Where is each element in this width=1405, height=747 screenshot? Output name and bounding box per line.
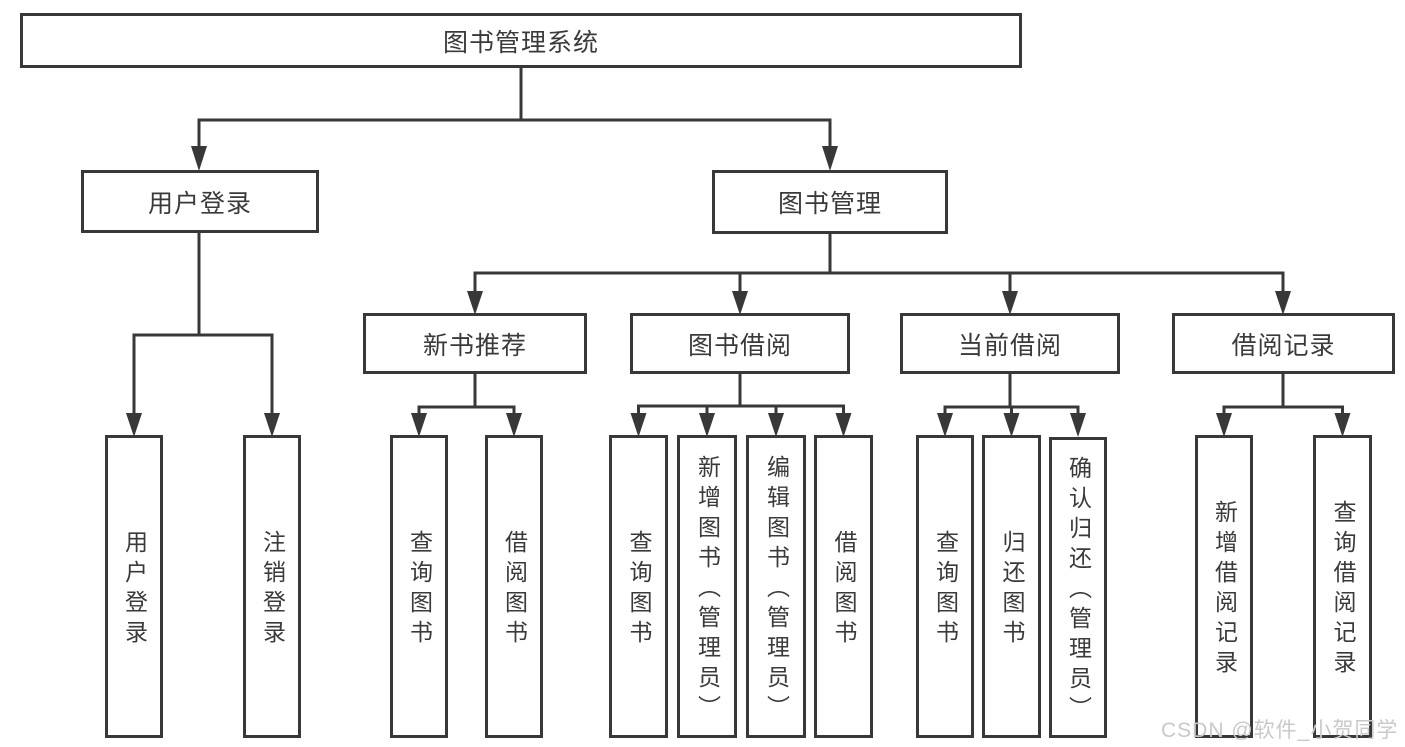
- node-label: 借阅图书: [831, 530, 857, 650]
- node-label: 借阅记录: [1231, 331, 1336, 360]
- leaf-user-login: 用户登录: [105, 435, 163, 738]
- node-label: 编辑图书（管理员）: [763, 455, 790, 725]
- node-label: 新增借阅记录: [1211, 500, 1238, 680]
- node-borrowing-records: 借阅记录: [1172, 313, 1395, 374]
- arrowhead-icons: [126, 146, 1351, 437]
- node-label: 用户登录: [147, 189, 252, 218]
- leaf-add-books-admin: 新增图书（管理员）: [677, 435, 737, 738]
- leaf-return-books: 归还图书: [982, 435, 1041, 738]
- node-label: 新书推荐: [422, 331, 527, 360]
- node-label: 当前借阅: [957, 331, 1062, 360]
- node-label: 图书借阅: [687, 331, 792, 360]
- node-current-borrowing: 当前借阅: [900, 313, 1120, 374]
- node-new-book-recommendation: 新书推荐: [363, 313, 587, 374]
- node-label: 归还图书: [999, 530, 1025, 650]
- leaf-borrow-books: 借阅图书: [814, 435, 873, 738]
- leaf-borrow-books-recommend: 借阅图书: [485, 435, 543, 738]
- node-user-login: 用户登录: [81, 170, 319, 233]
- node-book-management: 图书管理: [712, 170, 948, 234]
- node-book-management-system: 图书管理系统: [20, 13, 1022, 68]
- node-label: 借阅图书: [501, 530, 528, 650]
- node-label: 注销登录: [259, 530, 286, 650]
- node-label: 查询图书: [406, 530, 433, 650]
- leaf-query-books-borrow: 查询图书: [609, 435, 668, 738]
- leaf-edit-books-admin: 编辑图书（管理员）: [746, 435, 806, 738]
- leaf-query-books-recommend: 查询图书: [390, 435, 448, 738]
- leaf-query-borrow-record: 查询借阅记录: [1313, 435, 1372, 738]
- leaf-confirm-return-admin: 确认归还（管理员）: [1049, 437, 1107, 738]
- node-label: 用户登录: [121, 530, 148, 650]
- node-label: 图书管理: [777, 190, 882, 218]
- node-label: 图书管理系统: [442, 28, 599, 57]
- node-label: 查询图书: [932, 530, 959, 650]
- node-label: 查询借阅记录: [1330, 500, 1356, 680]
- node-label: 查询图书: [626, 530, 652, 650]
- node-label: 新增图书（管理员）: [694, 455, 721, 725]
- leaf-logout: 注销登录: [243, 435, 301, 738]
- leaf-add-borrow-record: 新增借阅记录: [1195, 435, 1253, 738]
- leaf-query-books-current: 查询图书: [916, 435, 974, 738]
- node-book-borrowing: 图书借阅: [630, 313, 850, 374]
- node-label: 确认归还（管理员）: [1065, 456, 1092, 726]
- watermark-text: CSDN @软件_小贺同学: [1161, 719, 1399, 742]
